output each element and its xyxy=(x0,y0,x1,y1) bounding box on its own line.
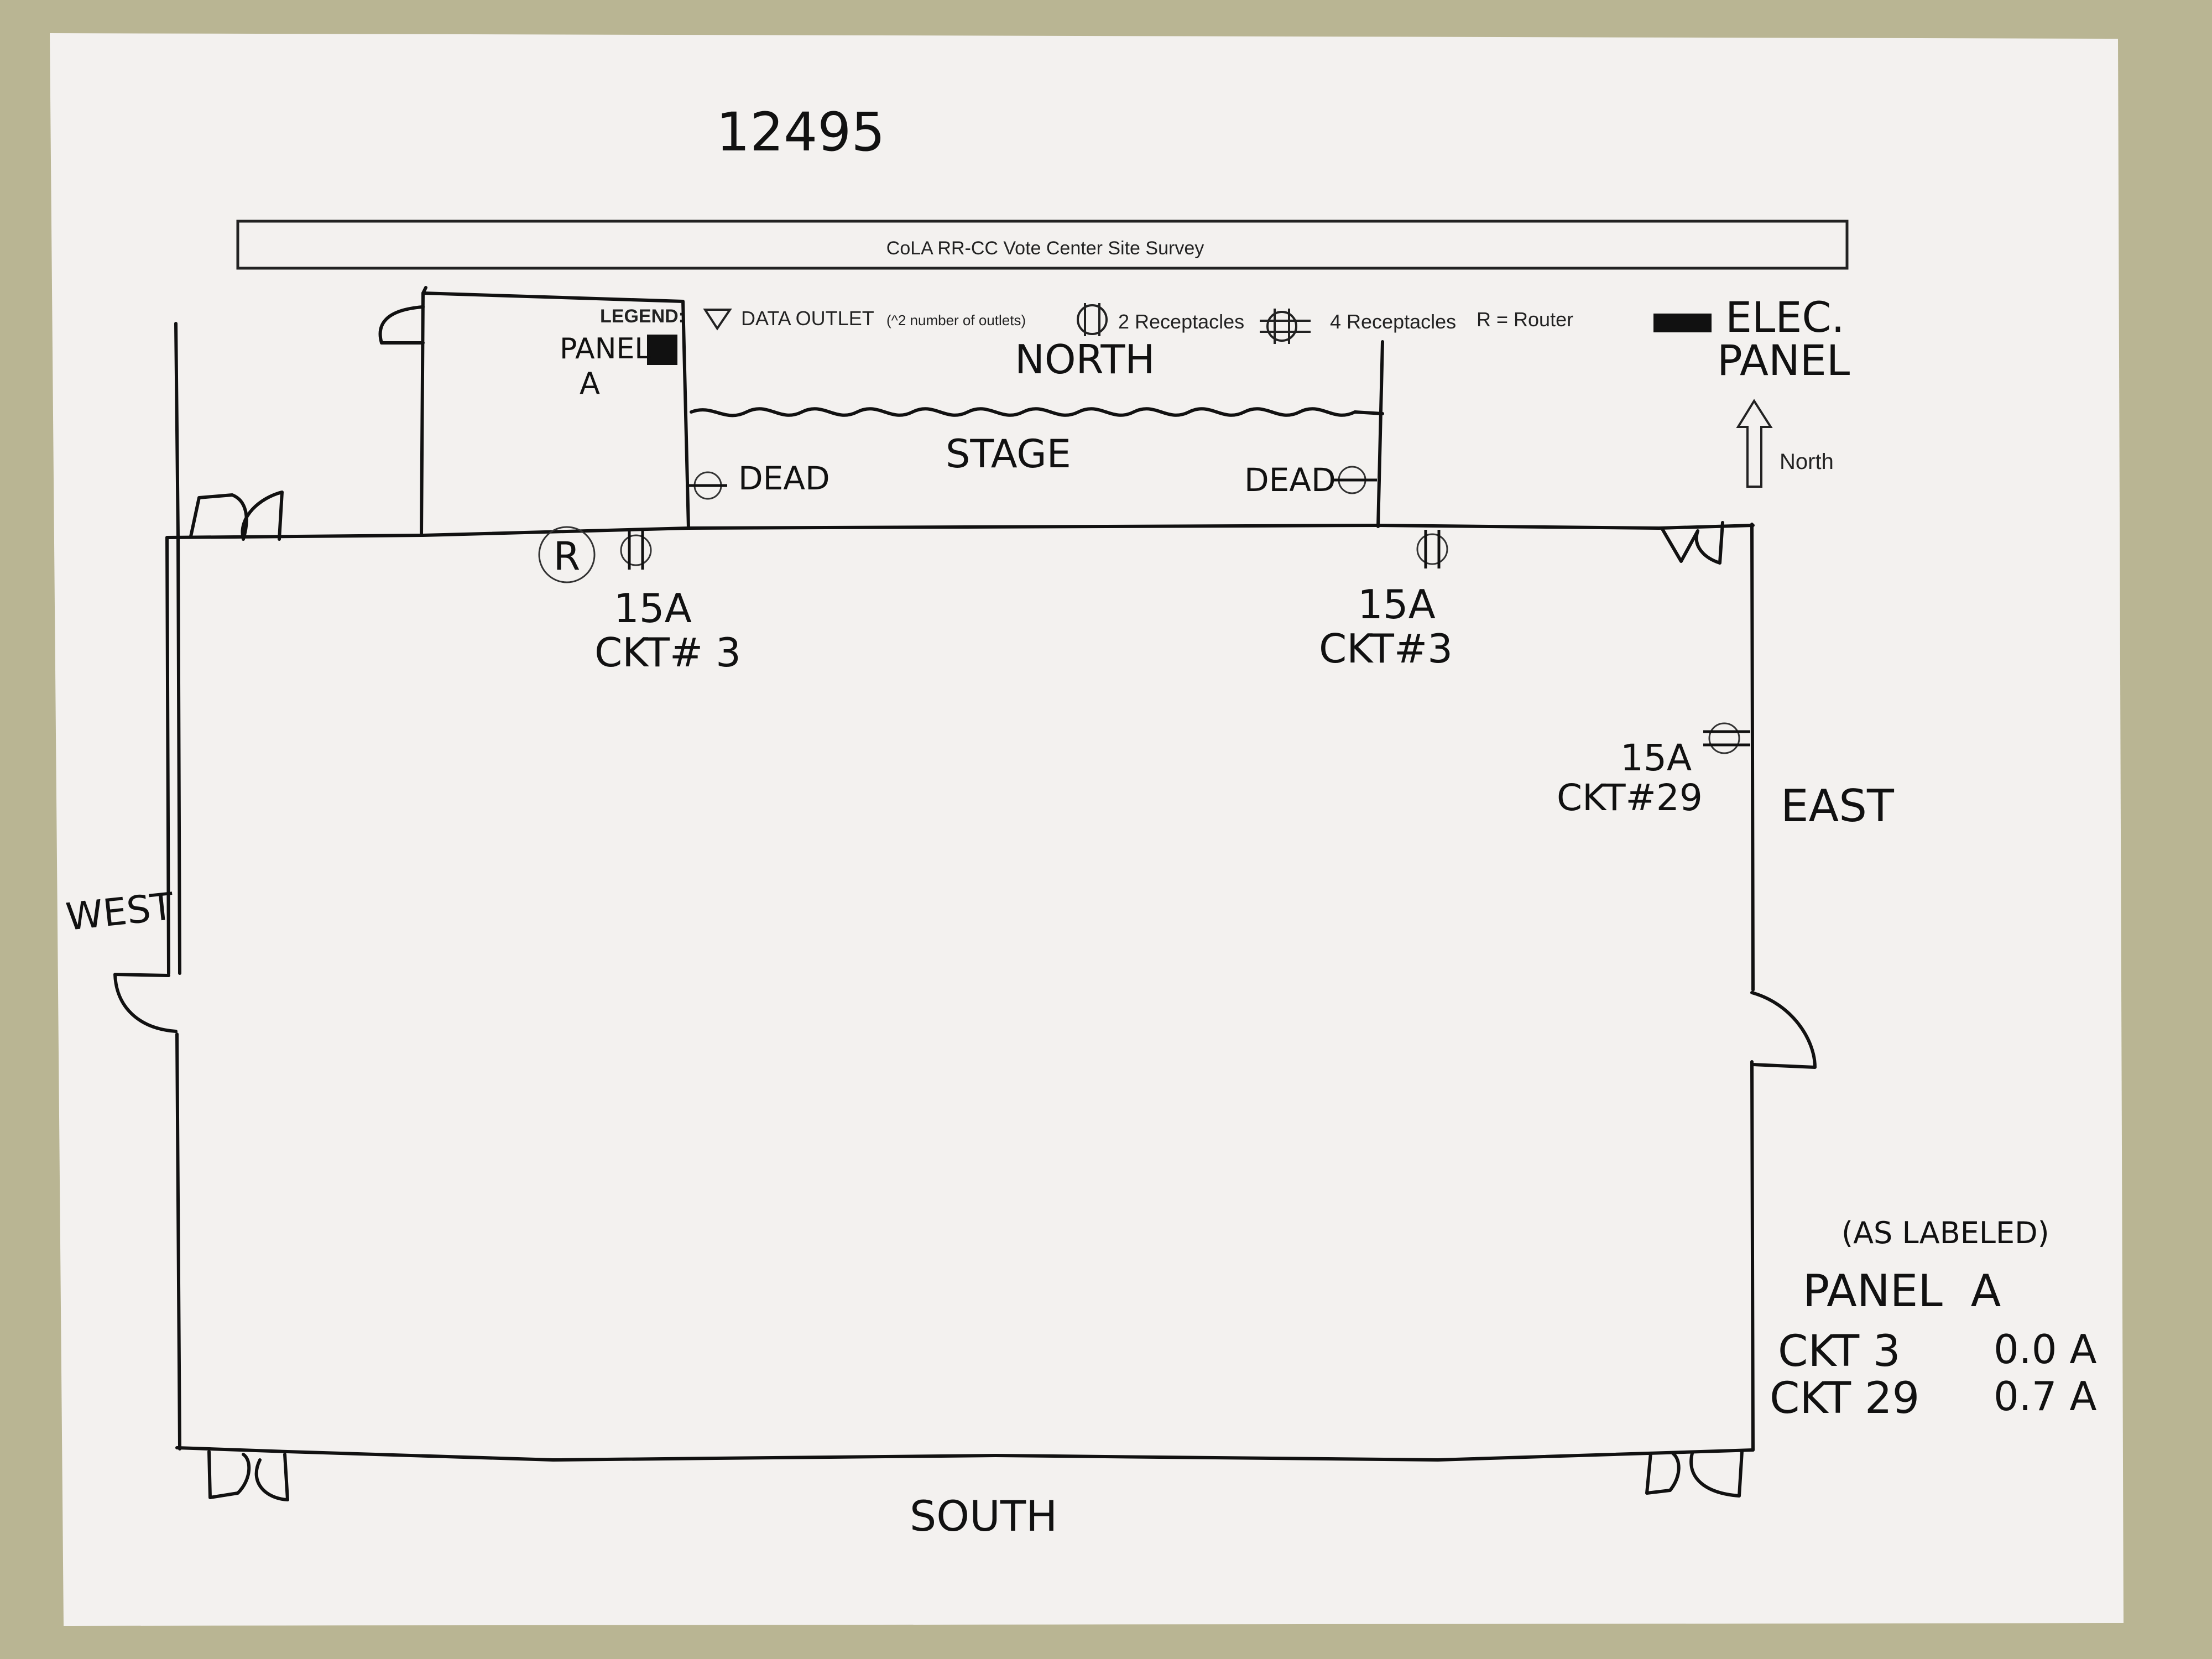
form-title: CoLA RR-CC Vote Center Site Survey xyxy=(886,238,1204,259)
dead-outlet-left-icon xyxy=(686,471,727,500)
elec-panel-icon xyxy=(1653,314,1712,332)
east-outlet-ckt: CKT#29 xyxy=(1557,776,1703,819)
dead-right-label: DEAD xyxy=(1244,461,1336,499)
panel-row-1-reading: 0.0 A xyxy=(1994,1326,2097,1373)
northwest-double-door xyxy=(189,491,284,541)
panel-row-2-reading: 0.7 A xyxy=(1994,1373,2097,1420)
panel-row-1-ckt: CKT 3 xyxy=(1778,1327,1901,1376)
elec-panel-legend: ELEC. PANEL xyxy=(1653,293,1850,385)
legend-label: LEGEND: xyxy=(600,306,685,327)
outlet-north-left-icon xyxy=(620,531,652,570)
south-wall xyxy=(175,1446,1755,1462)
legend-router: R = Router xyxy=(1477,308,1573,331)
outlet-east-icon xyxy=(1703,722,1750,754)
left-outlet-amp: 15A xyxy=(614,585,692,632)
data-outlet-triangle-icon xyxy=(703,309,732,331)
title-frame xyxy=(236,220,1849,270)
elec-panel-label-line1: ELEC. xyxy=(1725,293,1845,342)
dead-outlet-right-icon xyxy=(1333,466,1377,494)
west-wall-lower xyxy=(175,1032,181,1451)
survey-number: 12495 xyxy=(716,101,885,163)
legend-two-receptacles: 2 Receptacles xyxy=(1118,310,1244,333)
title-box: CoLA RR-CC Vote Center Site Survey xyxy=(236,220,1849,270)
outlets: R xyxy=(538,466,1750,754)
as-labeled-note: (AS LABELED) xyxy=(1841,1215,2049,1250)
dead-left-label: DEAD xyxy=(738,460,830,497)
router-icon: R xyxy=(538,526,596,583)
stage-room-doorway xyxy=(378,286,427,345)
legend-data-outlet: DATA OUTLET xyxy=(741,307,874,330)
east-wall xyxy=(1750,523,1755,992)
south-label: SOUTH xyxy=(910,1491,1057,1541)
paper-sheet xyxy=(50,33,2124,1626)
stage-east-wall xyxy=(1376,340,1384,528)
panel-table-title: PANEL A xyxy=(1803,1265,2001,1317)
stage-curtain-line xyxy=(690,407,1384,418)
legend-data-outlet-note: (^2 number of outlets) xyxy=(886,312,1026,328)
outlet-north-right-icon xyxy=(1416,530,1448,568)
panel-a-label-line1: PANEL xyxy=(560,332,650,366)
west-wall xyxy=(165,536,170,975)
east-door xyxy=(1750,991,1817,1069)
north-label: NORTH xyxy=(1015,336,1155,383)
east-label: EAST xyxy=(1781,780,1895,832)
legend: LEGEND: DATA OUTLET (^2 number of outlet… xyxy=(600,303,1834,488)
floor-plan xyxy=(113,286,1817,1501)
panel-row-2-ckt: CKT 29 xyxy=(1770,1374,1919,1423)
panel-a-icon xyxy=(647,335,677,365)
panel-a-label-line2: A xyxy=(580,366,600,401)
legend-north: North xyxy=(1780,450,1834,474)
east-outlet-amp: 15A xyxy=(1620,737,1692,779)
southwest-double-door xyxy=(207,1450,289,1501)
stage-side-room xyxy=(420,291,690,537)
two-receptacles-icon xyxy=(1077,303,1108,336)
legend-four-receptacles: 4 Receptacles xyxy=(1330,310,1456,333)
north-wall xyxy=(165,524,1755,539)
handwritten-labels: NORTH STAGE PANEL A DEAD DEAD 15A CKT# 3… xyxy=(64,332,2097,1541)
east-wall-lower xyxy=(1750,1060,1755,1452)
west-door xyxy=(113,973,178,1033)
southeast-double-door xyxy=(1645,1450,1744,1498)
left-outlet-ckt: CKT# 3 xyxy=(594,629,741,676)
right-outlet-ckt: CKT#3 xyxy=(1319,625,1453,672)
right-outlet-amp: 15A xyxy=(1358,581,1436,628)
elec-panel-label-line2: PANEL xyxy=(1717,336,1850,385)
north-arrow-icon xyxy=(1736,399,1773,488)
stage-label: STAGE xyxy=(946,431,1071,477)
northeast-double-door xyxy=(1660,521,1724,565)
four-receptacles-icon xyxy=(1260,309,1311,344)
router-label: R xyxy=(554,534,581,579)
